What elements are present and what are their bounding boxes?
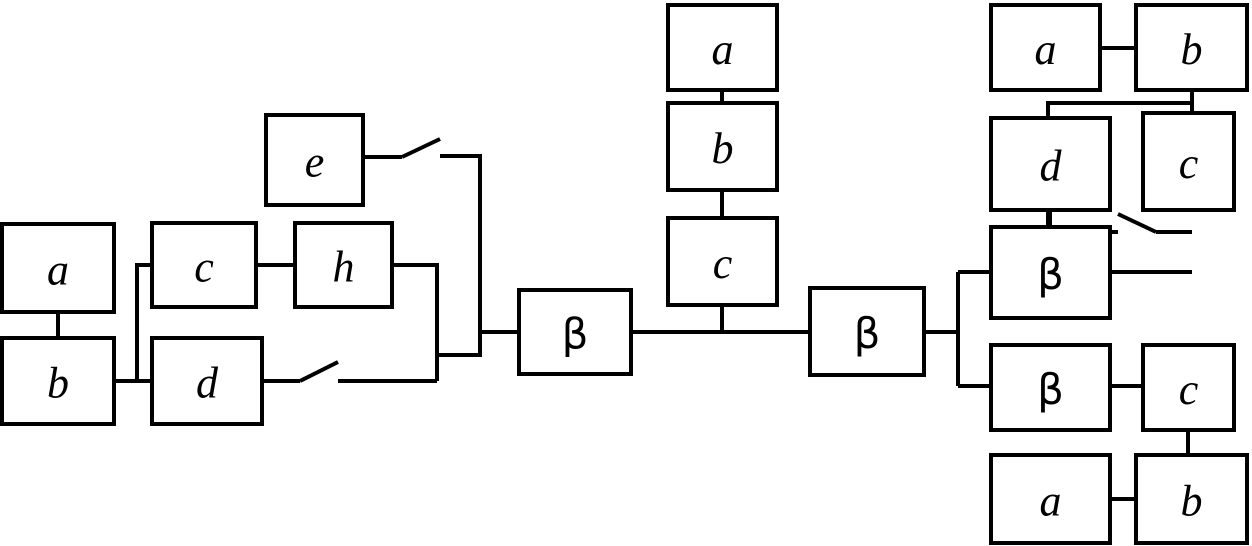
block-L-a[interactable]: a — [0, 222, 116, 314]
block-outline — [1134, 3, 1249, 92]
connector-wire — [437, 154, 482, 357]
block-R-d[interactable]: d — [989, 116, 1112, 212]
block-label: h — [333, 243, 355, 292]
switch-rd-lever[interactable] — [1117, 212, 1157, 234]
block-M-b2[interactable]: β — [808, 286, 926, 377]
block-group: a b c d e h β a b c β a b d c β β c a b — [0, 3, 1249, 545]
block-R-b2[interactable]: b — [1134, 453, 1249, 545]
switch-d-lever[interactable] — [299, 360, 339, 383]
block-label: a — [1035, 25, 1057, 74]
block-R-b3[interactable]: β — [989, 225, 1112, 320]
block-L-b[interactable]: b — [0, 336, 116, 426]
block-R-a1[interactable]: a — [989, 3, 1102, 92]
block-outline — [666, 216, 779, 307]
block-M-c[interactable]: c — [666, 216, 779, 307]
block-label: c — [713, 239, 733, 288]
block-outline — [0, 222, 116, 314]
block-M-b1[interactable]: β — [517, 288, 633, 376]
block-label: β — [1037, 365, 1064, 414]
block-L-e[interactable]: e — [264, 113, 365, 207]
block-outline — [0, 336, 116, 426]
block-label: c — [1179, 365, 1199, 414]
block-outline — [293, 221, 394, 309]
block-outline — [666, 3, 779, 92]
block-label: d — [1040, 142, 1063, 191]
block-label: β — [854, 309, 881, 358]
block-L-d[interactable]: d — [150, 336, 264, 426]
block-outline — [1134, 453, 1249, 545]
block-outline — [666, 101, 779, 192]
block-R-b1[interactable]: b — [1134, 3, 1249, 92]
block-outline — [989, 343, 1112, 432]
block-label: β — [1037, 250, 1064, 299]
block-label: d — [196, 359, 219, 408]
block-L-c[interactable]: c — [150, 221, 258, 309]
block-R-a2[interactable]: a — [989, 453, 1112, 545]
block-outline — [808, 286, 926, 377]
block-label: c — [1179, 139, 1199, 188]
switch-group — [299, 137, 1157, 383]
block-outline — [517, 288, 633, 376]
block-outline — [989, 225, 1112, 320]
block-label: c — [194, 243, 214, 292]
block-M-b[interactable]: b — [666, 101, 779, 192]
switch-e-lever[interactable] — [401, 137, 441, 159]
connector-wire — [392, 263, 439, 381]
connector-wire — [135, 263, 152, 381]
block-outline — [1141, 343, 1236, 432]
block-outline — [150, 336, 264, 426]
connector-wire — [1046, 101, 1192, 118]
block-M-a[interactable]: a — [666, 3, 779, 92]
block-label: e — [305, 138, 325, 187]
block-outline — [1141, 111, 1236, 212]
block-label: a — [1040, 477, 1062, 526]
block-label: a — [47, 246, 69, 295]
block-outline — [150, 221, 258, 309]
block-label: a — [712, 25, 734, 74]
block-R-c1[interactable]: c — [1141, 111, 1236, 212]
block-R-b4[interactable]: β — [989, 343, 1112, 432]
block-outline — [264, 113, 365, 207]
block-label: β — [562, 310, 589, 359]
block-outline — [989, 3, 1102, 92]
block-label: b — [712, 124, 734, 173]
block-label: b — [1181, 477, 1203, 526]
block-outline — [989, 116, 1112, 212]
block-label: b — [47, 359, 69, 408]
block-outline — [989, 453, 1112, 545]
block-label: b — [1181, 25, 1203, 74]
block-R-c2[interactable]: c — [1141, 343, 1236, 432]
block-L-h[interactable]: h — [293, 221, 394, 309]
